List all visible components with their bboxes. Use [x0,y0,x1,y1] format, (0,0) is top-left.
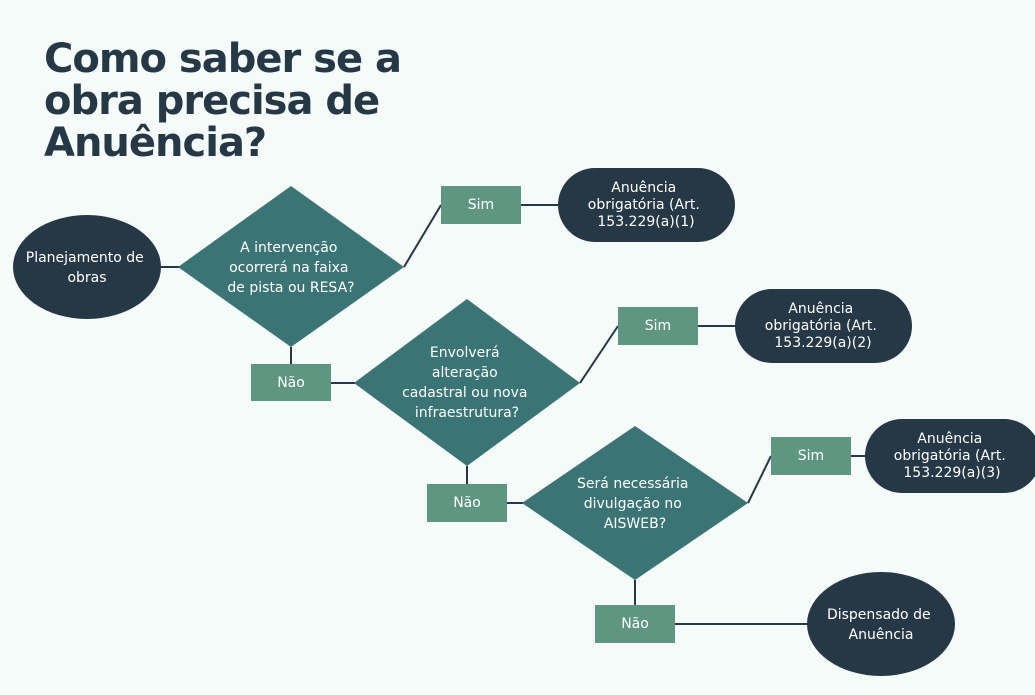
yes-label-1-text: Sim [468,197,494,213]
end-node: Dispensado de Anuência [807,572,955,676]
no-label-1-text: Não [277,375,305,391]
outcome-3: Anuência obrigatória (Art. 153.229(a)(3) [865,419,1035,493]
no-label-2-text: Não [453,495,481,511]
yes-label-1: Sim [441,186,521,224]
connectors [160,204,866,625]
end-label: Dispensado de Anuência [827,607,935,643]
page-title: Como saber se a obra precisa de Anuência… [44,36,402,166]
yes-label-3-text: Sim [798,448,824,464]
start-label: Planejamento de obras [26,250,148,286]
outcome-1-text: Anuência obrigatória (Art. 153.229(a)(1) [588,180,704,230]
start-node: Planejamento de obras [13,215,161,319]
decision-3: Será necessária divulgação no AISWEB? [522,426,748,580]
no-label-3-text: Não [621,616,649,632]
yes-label-2-text: Sim [645,318,671,334]
no-label-1: Não [251,364,331,401]
decision-2: Envolverá alteração cadastral ou nova in… [354,299,580,466]
outcome-2-text: Anuência obrigatória (Art. 153.229(a)(2) [765,301,881,351]
no-label-3: Não [595,605,675,643]
outcome-2: Anuência obrigatória (Art. 153.229(a)(2) [735,289,912,363]
no-label-2: Não [427,484,507,522]
outcome-3-text: Anuência obrigatória (Art. 153.229(a)(3) [894,431,1010,481]
connector-q1-to-yes1 [403,204,442,268]
decision-2-question: Envolverá alteração cadastral ou nova in… [402,345,532,421]
decision-1: A intervenção ocorrerá na faixa de pista… [178,186,404,347]
yes-label-3: Sim [771,437,851,475]
outcome-1: Anuência obrigatória (Art. 153.229(a)(1) [558,168,735,242]
decision-3-question: Será necessária divulgação no AISWEB? [577,476,693,532]
connector-q2-to-yes2 [579,325,619,384]
yes-label-2: Sim [618,307,698,345]
decision-1-question: A intervenção ocorrerá na faixa de pista… [227,240,354,296]
connector-q3-to-yes3 [747,455,772,504]
